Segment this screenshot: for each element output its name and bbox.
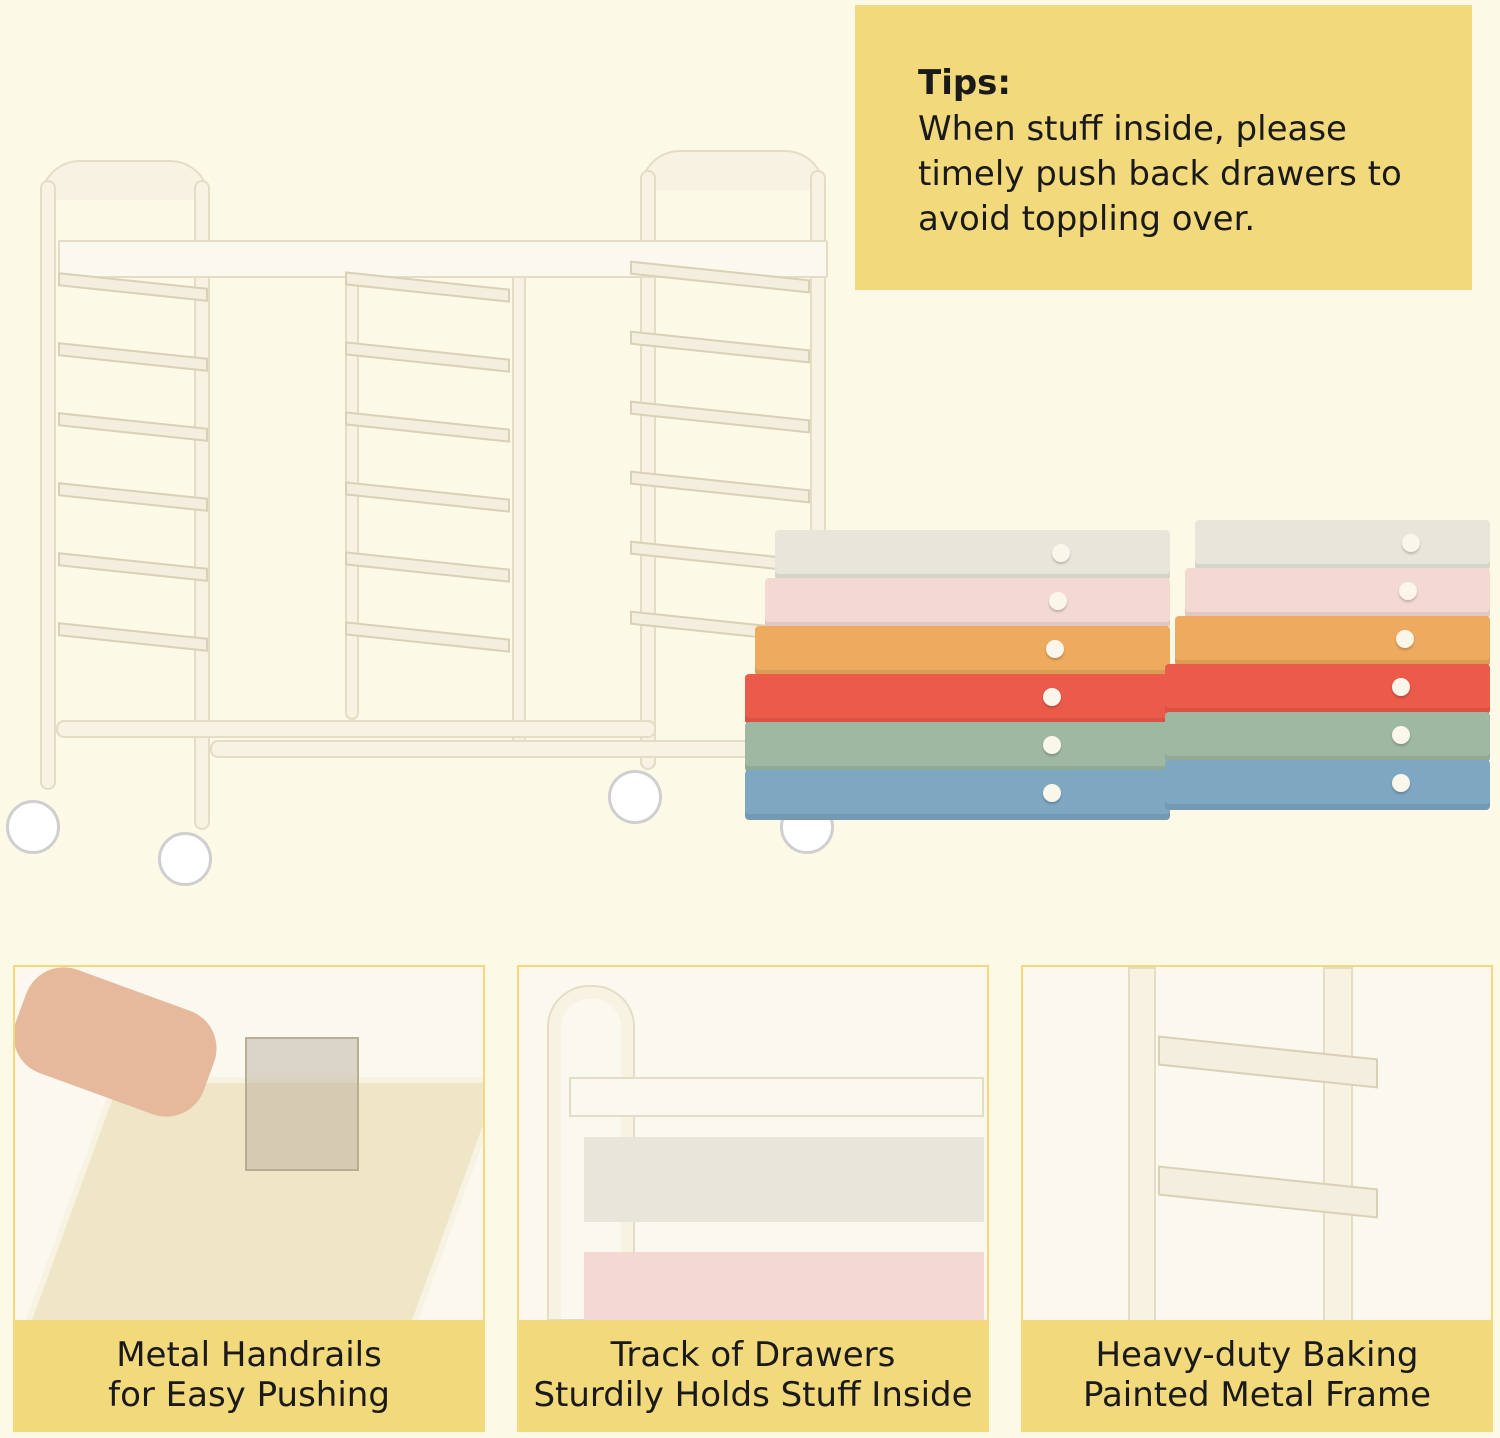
frame-post [1323,967,1353,1322]
caption-line: for Easy Pushing [108,1375,390,1415]
frame-post [512,270,526,750]
caption-line: Painted Metal Frame [1082,1375,1432,1415]
feature-panel-handrails: Metal Handrails for Easy Pushing [13,965,485,1432]
drawer [1185,568,1490,618]
pen-holder [245,1037,359,1171]
drawer-knob [1399,582,1417,600]
drawer-rail [58,342,208,372]
tips-body: When stuff inside, please timely push ba… [918,109,1402,239]
handrail-photo [15,967,483,1349]
top-shelf [569,1077,984,1117]
tips-title: Tips: [918,63,1012,103]
caption-line: Metal Handrails [116,1335,382,1375]
frame-post [1128,967,1156,1322]
drawer-rail [630,400,810,434]
drawer [1165,664,1490,714]
drawer-knob [1392,726,1410,744]
drawer-knob [1043,688,1061,706]
caption-line: Track of Drawers [610,1335,896,1375]
drawer [1195,520,1490,570]
drawer-rail [58,412,208,442]
cart-frame-illustration [0,140,850,900]
caption: Track of Drawers Sturdily Holds Stuff In… [519,1320,987,1430]
drawer [775,530,1170,580]
feature-panel-frame: Heavy-duty Baking Painted Metal Frame [1021,965,1493,1432]
drawer-rail [630,330,810,364]
drawer-knob [1402,534,1420,552]
caster-wheel [6,800,60,854]
drawer-rail [345,481,510,513]
caption: Heavy-duty Baking Painted Metal Frame [1023,1320,1491,1430]
caster-wheel [158,832,212,886]
drawer-knob [1392,678,1410,696]
drawer-rail [345,341,510,373]
drawer-pink [584,1252,984,1322]
drawer [745,770,1170,820]
feature-panel-track: Track of Drawers Sturdily Holds Stuff In… [517,965,989,1432]
drawer-white [584,1137,984,1222]
drawer-knob [1049,592,1067,610]
drawer-rail [345,411,510,443]
drawer-rail [58,482,208,512]
left-handle [40,160,210,200]
drawer-knob [1043,736,1061,754]
drawer [1165,760,1490,810]
drawer [755,626,1170,676]
tips-box: Tips: When stuff inside, please timely p… [855,5,1472,290]
drawer [1165,712,1490,762]
drawer-knob [1396,630,1414,648]
track-photo [519,967,987,1322]
drawer [765,578,1170,628]
drawer-rail [58,552,208,582]
frame-post [40,180,56,790]
drawer-rail [58,622,208,652]
drawer-knob [1392,774,1410,792]
drawer-rail [630,470,810,504]
caster-wheel [608,770,662,824]
drawer-knob [1052,544,1070,562]
bottom-bar [210,740,820,758]
drawer-rail [345,621,510,653]
caption-line: Heavy-duty Baking [1095,1335,1419,1375]
caption: Metal Handrails for Easy Pushing [15,1320,483,1430]
drawer [745,674,1170,724]
frame-closeup-photo [1023,967,1491,1322]
caption-line: Sturdily Holds Stuff Inside [533,1375,973,1415]
right-handle [640,150,825,190]
drawer-knob [1043,784,1061,802]
drawer-rail [345,551,510,583]
drawer [1175,616,1490,666]
drawer [745,722,1170,772]
drawer-knob [1046,640,1064,658]
bottom-bar [56,720,656,738]
